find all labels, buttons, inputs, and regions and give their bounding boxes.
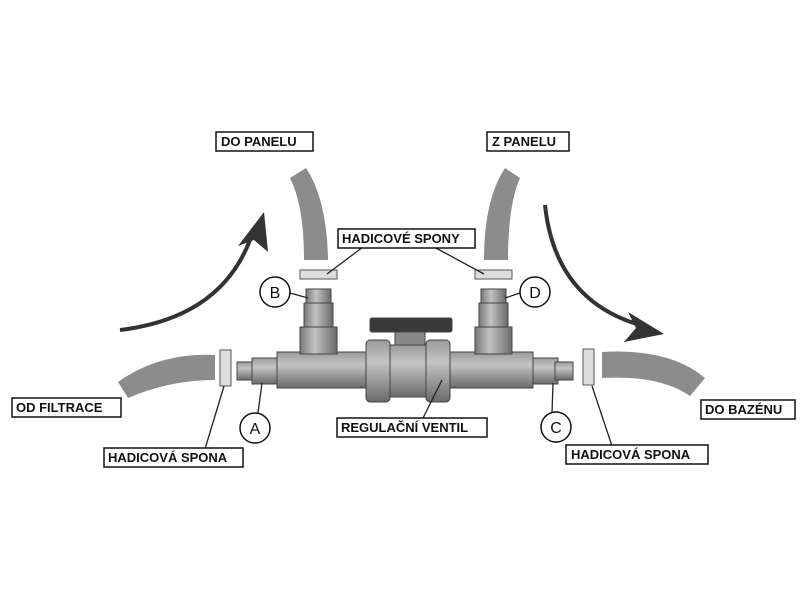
svg-text:Z PANELU: Z PANELU [492,134,556,149]
svg-text:HADICOVÁ SPONA: HADICOVÁ SPONA [108,450,228,465]
hose-to-pool [602,351,705,396]
flow-arrow-up-icon [119,212,268,332]
marker-a: A [239,412,271,444]
label-from-panel: Z PANELU [486,131,570,152]
marker-d: D [519,276,551,308]
label-to-pool: DO BAZÉNU [700,399,796,420]
valve-assembly [236,288,574,403]
hose-clamp-right [582,348,595,386]
svg-text:DO BAZÉNU: DO BAZÉNU [705,402,782,417]
label-regulating-valve: REGULAČNÍ VENTIL [336,417,488,438]
svg-text:DO PANELU: DO PANELU [221,134,297,149]
svg-text:A: A [250,421,261,438]
label-hose-clamp-right: HADICOVÁ SPONA [565,444,709,465]
marker-b: B [259,276,291,308]
hose-clamp-top-left [299,269,338,280]
svg-text:HADICOVÁ SPONA: HADICOVÁ SPONA [571,447,691,462]
svg-text:D: D [529,285,541,302]
svg-text:HADICOVÉ SPONY: HADICOVÉ SPONY [342,231,460,246]
marker-c: C [540,411,572,443]
hose-clamp-left [219,349,232,387]
svg-text:OD FILTRACE: OD FILTRACE [16,400,103,415]
hose-to-panel [290,168,328,260]
label-hose-clamps: HADICOVÉ SPONY [337,228,476,249]
label-from-filtration: OD FILTRACE [11,397,122,418]
hose-clamp-top-right [474,269,513,280]
svg-text:REGULAČNÍ VENTIL: REGULAČNÍ VENTIL [341,420,468,435]
hose-from-filtration [118,354,215,398]
svg-text:B: B [270,285,281,302]
flow-arrow-down-icon [543,204,664,342]
label-to-panel: DO PANELU [215,131,314,152]
svg-text:C: C [550,420,562,437]
label-hose-clamp-left: HADICOVÁ SPONA [103,447,244,468]
hose-from-panel [484,168,520,260]
